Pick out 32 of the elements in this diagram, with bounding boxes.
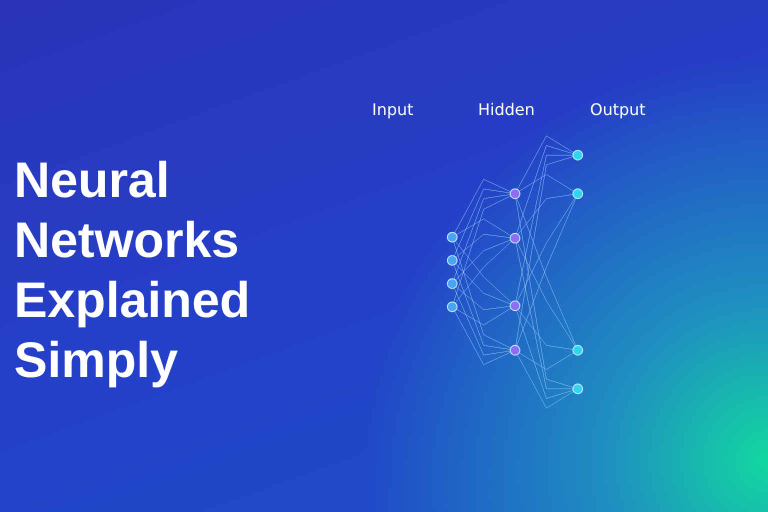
connector xyxy=(516,242,574,390)
connector xyxy=(517,354,574,408)
connector xyxy=(518,309,574,350)
connector xyxy=(516,145,574,234)
connector xyxy=(456,234,510,258)
connector xyxy=(455,240,511,280)
connector xyxy=(517,136,574,190)
connector xyxy=(454,264,510,350)
connector xyxy=(518,194,574,235)
connector xyxy=(455,264,511,304)
connector xyxy=(516,198,574,388)
connector xyxy=(516,242,576,346)
connector xyxy=(454,310,511,365)
connector xyxy=(518,174,574,192)
connector xyxy=(518,352,574,370)
layer-label: Output xyxy=(590,100,646,119)
connector xyxy=(456,218,512,236)
connector xyxy=(454,179,511,234)
connector xyxy=(453,196,511,302)
connector xyxy=(516,156,574,346)
title: Neural Networks Explained Simply xyxy=(14,151,252,390)
connector xyxy=(516,310,574,399)
connector xyxy=(453,242,511,348)
connector xyxy=(456,308,512,326)
connector xyxy=(516,198,576,302)
connector xyxy=(456,286,510,310)
layer-label: Input xyxy=(372,100,414,119)
connector xyxy=(454,194,510,280)
connector xyxy=(454,188,510,256)
connector xyxy=(516,154,574,302)
connector xyxy=(454,288,510,356)
layer-label: Hidden xyxy=(478,100,535,119)
